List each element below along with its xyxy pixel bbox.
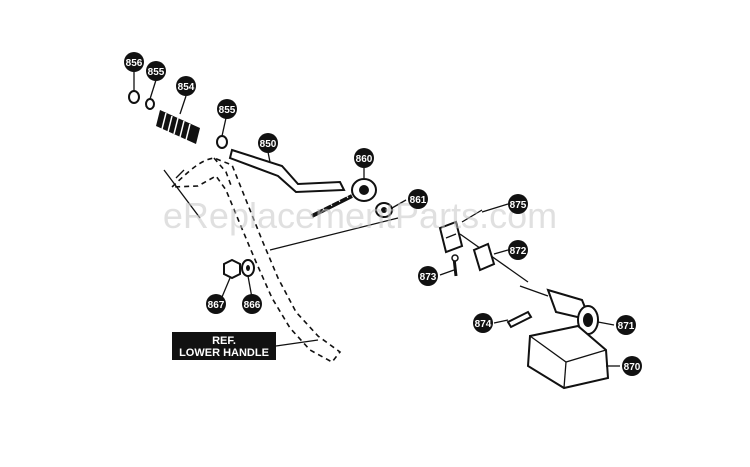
callout-855-top: 855 (146, 61, 166, 81)
washer-856 (128, 90, 140, 104)
callout-854-label: 854 (178, 82, 195, 93)
callout-855-top-label: 855 (148, 67, 165, 78)
callout-856-label: 856 (126, 58, 143, 69)
callout-866-label: 866 (244, 300, 261, 311)
callout-874: 874 (473, 313, 493, 333)
pin-873 (451, 254, 459, 277)
callout-860-label: 860 (356, 154, 373, 165)
spring-854 (156, 110, 200, 144)
callout-870: 870 (622, 356, 642, 376)
rod-850 (228, 148, 346, 194)
lower-handle-outline (163, 157, 342, 364)
callout-873: 873 (418, 266, 438, 286)
reference-label: REF. LOWER HANDLE (172, 332, 276, 360)
washer-866 (241, 259, 255, 277)
clip-bracket (438, 209, 529, 283)
callout-871: 871 (616, 315, 636, 335)
callout-861-label: 861 (410, 195, 427, 206)
pin-874 (506, 310, 533, 329)
body-870 (526, 324, 610, 390)
callout-870-label: 870 (624, 362, 641, 373)
callout-872: 872 (508, 240, 528, 260)
watermark: eReplacementParts.com (163, 195, 557, 236)
callout-854: 854 (176, 76, 196, 96)
reference-label-line2: LOWER HANDLE (179, 347, 269, 359)
cylinder-871 (519, 285, 599, 335)
callout-872-label: 872 (510, 246, 527, 257)
washer-855-mid (216, 135, 228, 149)
callout-874-label: 874 (475, 319, 492, 330)
eye-bolt-860 (311, 178, 377, 218)
callout-866: 866 (242, 294, 262, 314)
callout-867-label: 867 (208, 300, 225, 311)
callout-855-mid: 855 (217, 99, 237, 119)
callout-850: 850 (258, 133, 278, 153)
callout-875-label: 875 (510, 200, 527, 211)
leader-lines (133, 71, 620, 367)
washer-855-top (145, 98, 155, 110)
nut-867 (223, 258, 241, 280)
callout-871-label: 871 (618, 321, 635, 332)
clip-872 (472, 242, 496, 272)
callout-860: 860 (354, 148, 374, 168)
callout-875: 875 (508, 194, 528, 214)
washer-861 (375, 202, 393, 218)
callout-861: 861 (408, 189, 428, 209)
callout-850-label: 850 (260, 139, 277, 150)
reference-label-line1: REF. (212, 335, 236, 347)
callout-856: 856 (124, 52, 144, 72)
callout-855-mid-label: 855 (219, 105, 236, 116)
callout-873-label: 873 (420, 272, 437, 283)
callout-867: 867 (206, 294, 226, 314)
